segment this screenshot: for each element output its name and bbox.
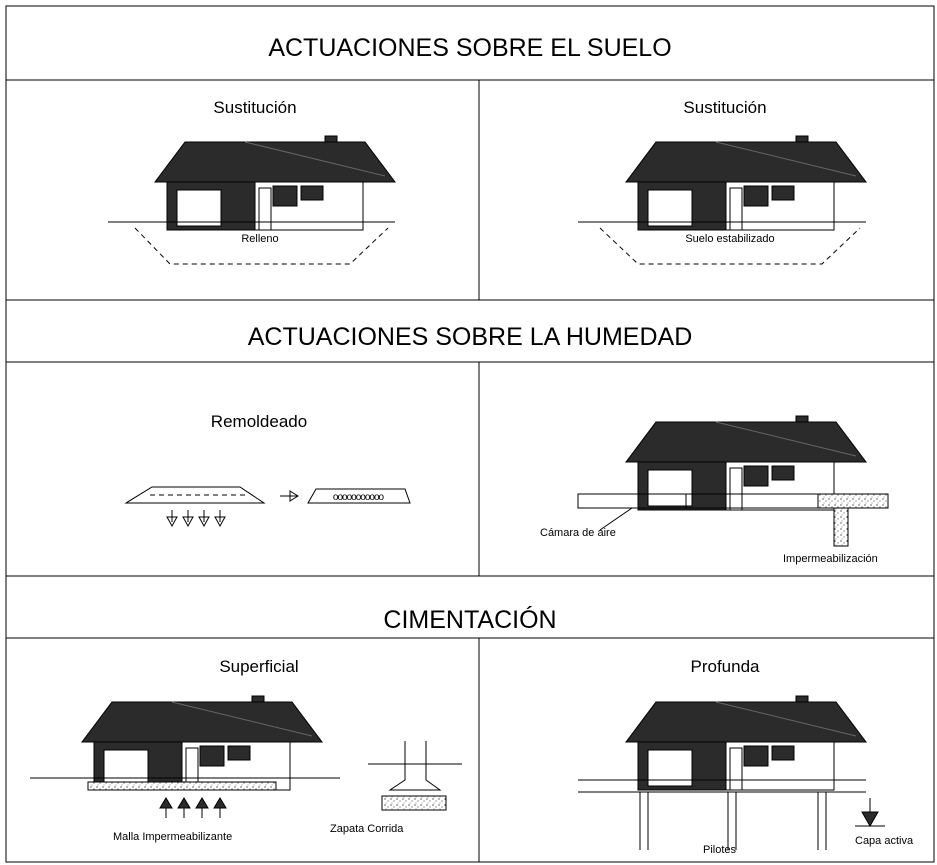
excavation-outline — [134, 227, 389, 265]
panel-sustitucion-estabilizado: Sustitución Suelo estabilizado — [578, 98, 867, 265]
section-title-humedad: ACTUACIONES SOBRE LA HUMEDAD — [248, 323, 693, 351]
capa-activa-label: Capa activa — [855, 835, 914, 847]
house-illustration — [625, 695, 867, 791]
pilotes — [639, 792, 827, 850]
malla-layer — [87, 781, 277, 791]
panel-heading: Remoldeado — [211, 412, 307, 431]
section-title-cimentacion: CIMENTACIÓN — [383, 605, 556, 634]
house-illustration — [625, 135, 867, 231]
outer-frame — [5, 5, 935, 863]
house-illustration — [81, 695, 323, 791]
upward-arrows — [159, 797, 227, 818]
impermeabilizacion-band — [817, 493, 889, 509]
panel-profunda: Profunda Pilotes Capa activa — [578, 657, 914, 856]
water-arrows — [166, 510, 226, 528]
panel-sustitucion-relleno: Sustitución Relleno — [108, 98, 396, 265]
arrow-head-icon — [289, 490, 299, 502]
compaction-marks: ooooooooooo — [333, 492, 385, 503]
panel-superficial: Superficial Malla Impermeabilizante Zapa… — [30, 657, 462, 843]
panel-heading: Sustitución — [213, 98, 296, 117]
house-illustration — [154, 135, 396, 231]
relleno-label: Relleno — [241, 233, 278, 245]
camara-de-aire-label: Cámara de aire — [540, 527, 616, 539]
panel-heading: Sustitución — [683, 98, 766, 117]
excavation-outline — [599, 227, 861, 265]
leader-line — [599, 507, 633, 531]
soil-block — [124, 486, 266, 504]
section-title-suelo: ACTUACIONES SOBRE EL SUELO — [268, 34, 671, 62]
panel-heading: Profunda — [691, 657, 761, 676]
impermeabilizacion-wall — [833, 507, 849, 547]
capa-activa-marker-icon — [861, 811, 879, 828]
suelo-estabilizado-label: Suelo estabilizado — [685, 233, 774, 245]
remolded-block — [307, 488, 411, 504]
pilotes-label: Pilotes — [703, 844, 737, 856]
zapata-corrida-drawing — [368, 741, 462, 811]
panel-heading: Superficial — [219, 657, 298, 676]
panel-camara-de-aire: Cámara de aire Impermeabilización — [540, 415, 889, 565]
zapata-corrida-label: Zapata Corrida — [330, 823, 404, 835]
panel-remoldeado: Remoldeado ooooooooooo — [124, 412, 411, 528]
malla-label: Malla Impermeabilizante — [113, 831, 232, 843]
impermeabilizacion-label: Impermeabilización — [783, 553, 878, 565]
